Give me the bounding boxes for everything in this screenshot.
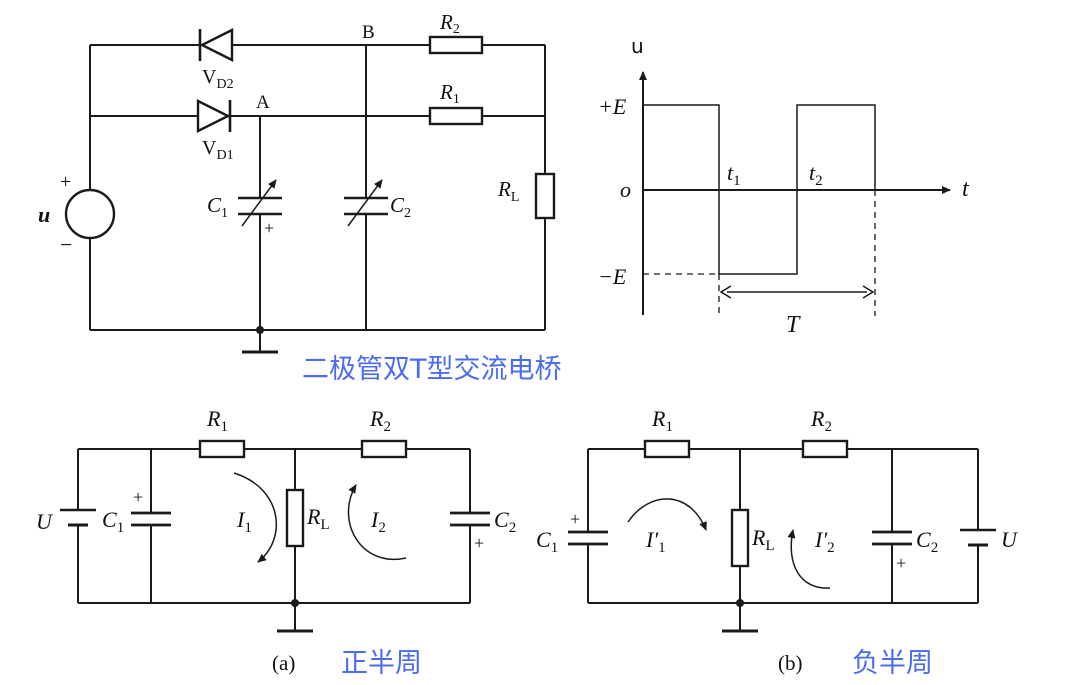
circuit-a-r1-label: R1 xyxy=(206,406,228,435)
circuit-a-c1-plus: + xyxy=(133,487,143,507)
circuit-a-resistor-r2 xyxy=(360,439,408,459)
square-wave-trace xyxy=(643,104,876,275)
rl-label: RL xyxy=(497,177,519,205)
period-arrow-left xyxy=(719,285,732,299)
circuit-a-battery xyxy=(60,508,96,527)
t-axis-label: t xyxy=(962,176,970,202)
circuit-b-c1-plus: + xyxy=(570,509,580,529)
circuit-b-tag: (b) xyxy=(778,651,803,675)
circuit-b-i2-label: I′2 xyxy=(814,527,835,556)
ground-node-dot xyxy=(256,326,264,334)
circuit-b-u-label: U xyxy=(1001,527,1019,552)
circuit-b-i1-label: I′1 xyxy=(645,527,666,556)
circuit-a-tag: (a) xyxy=(272,651,295,675)
circuit-b-capacitor-c2 xyxy=(872,530,912,546)
node-b-label: B xyxy=(362,22,375,43)
source-minus-sign: − xyxy=(60,232,72,257)
circuit-b-r2-label: R2 xyxy=(810,406,832,435)
circuit-b-c2-plus: + xyxy=(896,553,906,573)
c2-label: C2 xyxy=(390,193,411,221)
u-axis-label: u xyxy=(631,34,644,58)
circuit-b-capacitor-c1 xyxy=(568,530,608,546)
origin-label: o xyxy=(620,177,631,202)
circuit-b-c1-label: C1 xyxy=(536,527,558,556)
circuit-b-r1-label: R1 xyxy=(651,406,673,435)
circuit-b-wires xyxy=(587,448,979,633)
circuit-a-c2-plus: + xyxy=(474,533,484,553)
circuit-a-i1-label: I1 xyxy=(236,507,252,536)
c1-label: C1 xyxy=(207,193,228,221)
r2-label: R2 xyxy=(439,10,460,37)
circuit-a-i2-label: I2 xyxy=(370,507,386,536)
circuit-a-ground-dot xyxy=(291,599,299,607)
top-caption: 二极管双T型交流电桥 xyxy=(302,354,562,385)
circuit-a-u-label: U xyxy=(36,509,54,534)
circuit-a-rl-label: RL xyxy=(306,504,330,533)
circuit-b-resistor-r1 xyxy=(643,439,691,459)
circuit-b-resistor-r2 xyxy=(801,439,849,459)
source-plus-sign: + xyxy=(60,171,71,193)
ac-source-symbol xyxy=(64,188,116,240)
source-u-label: u xyxy=(38,202,50,227)
diode-vd1 xyxy=(196,99,232,133)
diode-vd2 xyxy=(198,28,234,62)
variable-capacitor-c1 xyxy=(238,179,282,227)
vd1-label: VD1 xyxy=(202,137,234,163)
circuit-a-caption: 正半周 xyxy=(341,648,422,679)
circuit-b-rl-label: RL xyxy=(751,525,775,554)
circuit-b-i1-arrow xyxy=(627,498,707,531)
minus-e-label: −E xyxy=(598,264,627,289)
circuit-b: C1 + R1 R2 I′1 I′2 RL C2 + U (b) 负半周 xyxy=(536,406,1019,679)
t2-label: t2 xyxy=(809,160,823,189)
circuit-a-i2-arrow xyxy=(347,484,407,561)
circuit-b-battery xyxy=(960,528,996,547)
variable-capacitor-c2 xyxy=(344,179,388,227)
circuit-b-caption: 负半周 xyxy=(852,648,933,679)
top-circuit-wires xyxy=(89,44,546,354)
square-wave-graph: u t +E −E o t1 t2 T xyxy=(598,34,970,338)
circuit-b-resistor-rl xyxy=(730,508,750,568)
circuit-b-c2-label: C2 xyxy=(916,527,938,556)
period-t-label: T xyxy=(786,312,801,338)
circuit-a-capacitor-c2 xyxy=(450,511,490,527)
vd2-label: VD2 xyxy=(202,66,234,92)
circuit-a-resistor-r1 xyxy=(198,439,246,459)
circuit-a-r2-label: R2 xyxy=(369,406,391,435)
circuit-a-wires xyxy=(77,448,471,633)
t1-label: t1 xyxy=(727,160,741,189)
period-arrow-right xyxy=(862,285,875,299)
circuit-a-resistor-rl xyxy=(285,488,305,548)
circuit-a-i1-arrow xyxy=(233,472,278,563)
circuit-a-c2-label: C2 xyxy=(494,507,516,536)
circuit-a-c1-label: C1 xyxy=(102,507,124,536)
circuit-a-capacitor-c1 xyxy=(131,511,171,527)
resistor-r2 xyxy=(428,35,484,55)
circuit-b-i2-arrow xyxy=(787,529,831,589)
circuit-b-ground-dot xyxy=(736,599,744,607)
c1-plus-sign: + xyxy=(264,218,274,238)
circuit-a: U C1 + R1 R2 I1 I2 RL C2 + (a) 正半周 xyxy=(36,406,516,679)
resistor-rl xyxy=(534,172,556,220)
plus-e-label: +E xyxy=(598,94,627,119)
top-circuit: B A R2 R1 VD2 VD1 u + − C1 + C2 RL xyxy=(38,10,556,354)
node-a-label: A xyxy=(256,92,270,113)
resistor-r1 xyxy=(428,106,484,126)
r1-label: R1 xyxy=(439,80,460,107)
